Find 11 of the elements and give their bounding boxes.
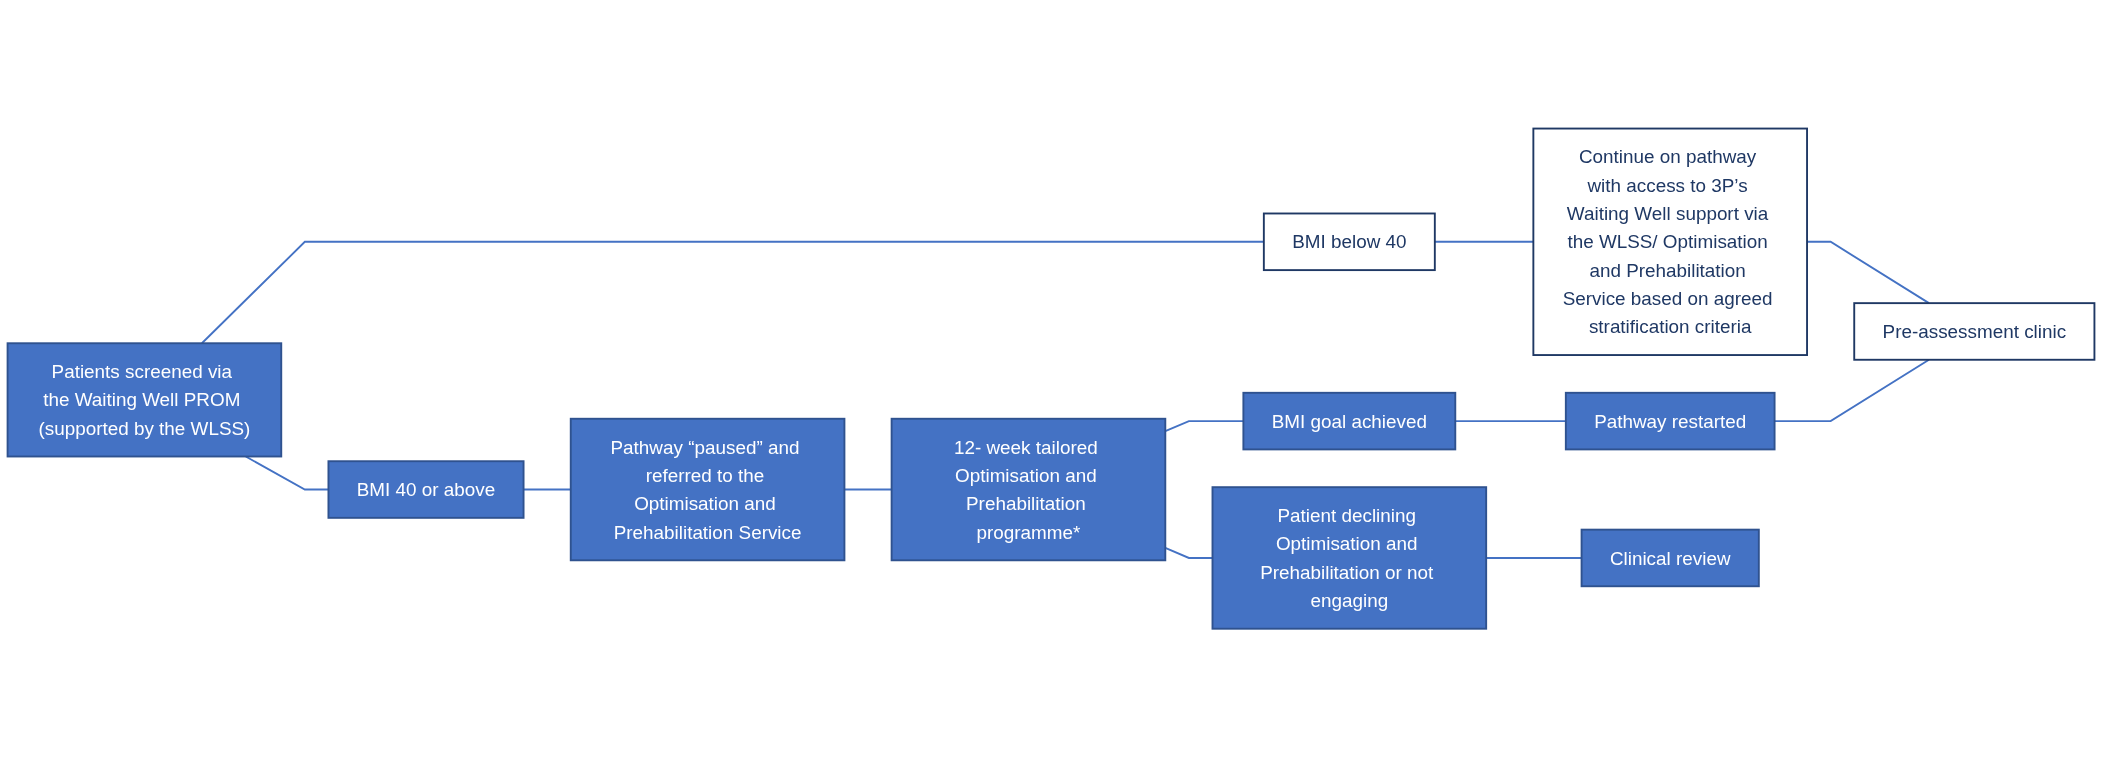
node-box: Patient declining Optimisation and Prehabilitation or not engaging xyxy=(1211,486,1488,630)
node-box: Clinical review xyxy=(1580,528,1760,588)
node-box: Patients screened via the Waiting Well PROM (supported by the WLSS) xyxy=(6,342,283,458)
node-box: Pathway restarted xyxy=(1564,391,1776,451)
node-box: 12- week tailored Optimisation and Prehabilitation programme* xyxy=(890,417,1167,562)
node-box: Pre-assessment clinic xyxy=(1853,302,2096,361)
node-box: Continue on pathway with access to 3P’s Waiting Well support via the WLSS/ Optimisation and Prehabilitation Service based on agreed stratification criteria xyxy=(1532,127,1808,356)
node-box: Pathway “paused” and referred to the Optimisation and Prehabilitation Service xyxy=(569,417,846,562)
node-box: BMI below 40 xyxy=(1262,212,1436,271)
node-box: BMI 40 or above xyxy=(327,460,525,519)
node-box: BMI goal achieved xyxy=(1242,391,1457,451)
